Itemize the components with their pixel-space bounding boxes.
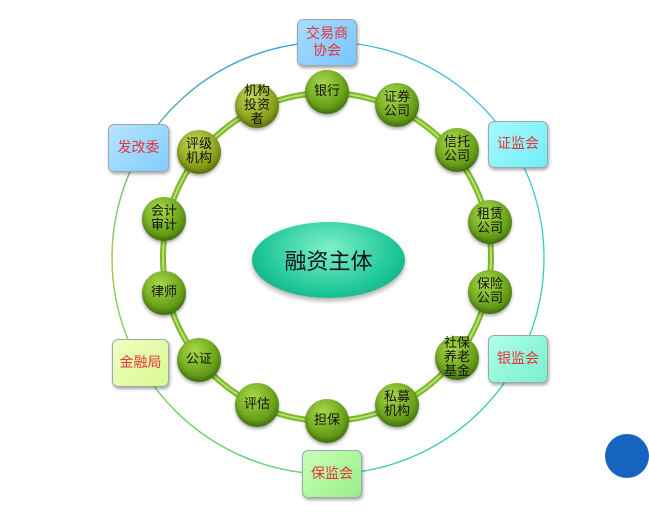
financing-entity: 融资主体 <box>252 222 405 298</box>
node-label: 评估 <box>243 397 270 412</box>
regulator-finance-bureau: 金融局 <box>112 339 169 387</box>
node-private-equity: 私募机构 <box>375 383 419 427</box>
node-bank: 银行 <box>305 70 349 114</box>
node-label: 担保 <box>313 413 340 428</box>
node-label: 评级机构 <box>185 137 212 166</box>
regulator-label: 交易商协会 <box>306 25 348 59</box>
regulator-csrc: 证监会 <box>488 121 548 168</box>
node-pension-fund: 社保养老基金 <box>435 336 479 380</box>
node-audit: 会计审计 <box>142 197 186 241</box>
node-label: 私募机构 <box>383 390 410 419</box>
node-leasing: 租赁公司 <box>468 200 512 244</box>
blue-dot-button[interactable] <box>605 434 649 478</box>
node-securities: 证券公司 <box>375 83 419 127</box>
node-lawyer: 律师 <box>142 271 186 315</box>
node-label: 会计审计 <box>150 204 177 233</box>
node-label: 公证 <box>185 352 212 367</box>
node-label: 租赁公司 <box>476 207 503 236</box>
regulator-ndrc: 发改委 <box>108 124 169 172</box>
regulator-label: 金融局 <box>119 354 162 371</box>
regulator-nafmii: 交易商协会 <box>297 19 357 66</box>
node-appraisal: 评估 <box>235 383 279 427</box>
node-institutional-investor: 机构投资者 <box>235 84 279 128</box>
regulator-label: 发改委 <box>117 139 160 156</box>
regulator-label: 保监会 <box>311 465 353 482</box>
node-trust: 信托公司 <box>435 128 479 172</box>
node-label: 信托公司 <box>443 135 470 164</box>
regulator-label: 证监会 <box>497 136 539 152</box>
node-insurance: 保险公司 <box>468 270 512 314</box>
regulator-cbrc: 银监会 <box>488 335 548 383</box>
node-label: 社保养老基金 <box>443 336 470 379</box>
node-notary: 公证 <box>177 338 221 382</box>
node-label: 机构投资者 <box>243 84 270 127</box>
node-guarantee: 担保 <box>305 399 349 443</box>
regulator-circ: 保监会 <box>302 450 362 498</box>
node-label: 律师 <box>150 285 177 300</box>
regulator-label: 银监会 <box>497 350 539 367</box>
outer-ring-left <box>111 41 329 475</box>
center-label: 融资主体 <box>284 250 373 275</box>
node-label: 证券公司 <box>383 90 410 119</box>
node-rating-agency: 评级机构 <box>177 130 221 174</box>
node-label: 银行 <box>313 84 340 99</box>
node-label: 保险公司 <box>476 277 503 306</box>
